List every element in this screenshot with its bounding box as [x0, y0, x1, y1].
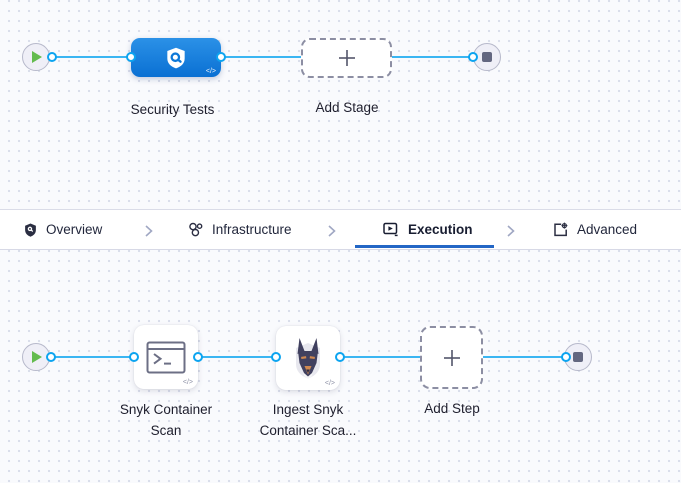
- port-step2-out[interactable]: [335, 352, 345, 362]
- stage-code-badge: </>: [205, 68, 216, 75]
- stage-label: Security Tests: [130, 102, 215, 117]
- stop-icon: [573, 352, 583, 362]
- add-step-button[interactable]: [420, 326, 483, 389]
- stage-node-security-tests[interactable]: </>: [131, 38, 221, 77]
- tab-infrastructure[interactable]: Infrastructure: [188, 210, 292, 249]
- tab-overview-label: Overview: [46, 222, 103, 237]
- stage-start-node[interactable]: [22, 43, 50, 71]
- port-stage-out[interactable]: [216, 52, 226, 62]
- play-icon: [31, 351, 43, 363]
- infrastructure-icon: [188, 222, 203, 237]
- chevron-right-icon: [145, 224, 153, 237]
- plus-icon: [443, 349, 461, 367]
- active-tab-underline: [355, 245, 494, 248]
- chevron-right-icon: [507, 224, 515, 237]
- add-stage-button[interactable]: [301, 38, 392, 78]
- tab-overview[interactable]: Overview: [24, 210, 102, 249]
- edge-step1-to-step2: [198, 356, 276, 358]
- play-icon: [31, 51, 43, 63]
- tab-execution-label: Execution: [408, 222, 473, 237]
- step1-label: Snyk Container Scan: [119, 402, 213, 438]
- add-stage-label: Add Stage: [315, 100, 379, 115]
- shield-icon: [24, 223, 37, 237]
- step-code-badge: </>: [182, 379, 193, 386]
- edge-step2-to-addstep: [340, 356, 420, 358]
- port-step1-in[interactable]: [129, 352, 139, 362]
- tab-infrastructure-label: Infrastructure: [212, 222, 292, 237]
- edge-addstage-to-end: [392, 56, 473, 58]
- port-stage-end-in[interactable]: [468, 52, 478, 62]
- step2-label: Ingest Snyk Container Sca...: [259, 402, 357, 438]
- port-step-end-in[interactable]: [561, 352, 571, 362]
- step-code-badge: </>: [324, 380, 335, 387]
- stage-config-tabbar: Overview Infrastructure: [0, 209, 681, 250]
- add-step-label: Add Step: [424, 401, 480, 416]
- edge-stage-to-addstage: [221, 56, 302, 58]
- step-node-snyk-container-scan[interactable]: </>: [134, 325, 198, 389]
- tab-advanced-label: Advanced: [577, 222, 638, 237]
- port-step-start-out[interactable]: [46, 352, 56, 362]
- edge-start-to-step1: [51, 356, 134, 358]
- tab-advanced[interactable]: Advanced: [553, 210, 637, 249]
- security-shield-icon: [163, 45, 189, 71]
- port-step1-out[interactable]: [193, 352, 203, 362]
- execution-icon: [383, 222, 399, 237]
- advanced-icon: [553, 222, 568, 237]
- edge-start-to-stage: [53, 56, 131, 58]
- port-stage-start-out[interactable]: [47, 52, 57, 62]
- snyk-dog-icon: [289, 336, 327, 380]
- plus-icon: [338, 49, 356, 67]
- stop-icon: [482, 52, 492, 62]
- edge-addstep-to-end: [483, 356, 566, 358]
- port-step2-in[interactable]: [271, 352, 281, 362]
- step-node-ingest-snyk[interactable]: </>: [276, 326, 340, 390]
- chevron-right-icon: [328, 224, 336, 237]
- tab-execution[interactable]: Execution: [383, 210, 473, 249]
- terminal-icon: [146, 341, 186, 374]
- port-stage-in[interactable]: [126, 52, 136, 62]
